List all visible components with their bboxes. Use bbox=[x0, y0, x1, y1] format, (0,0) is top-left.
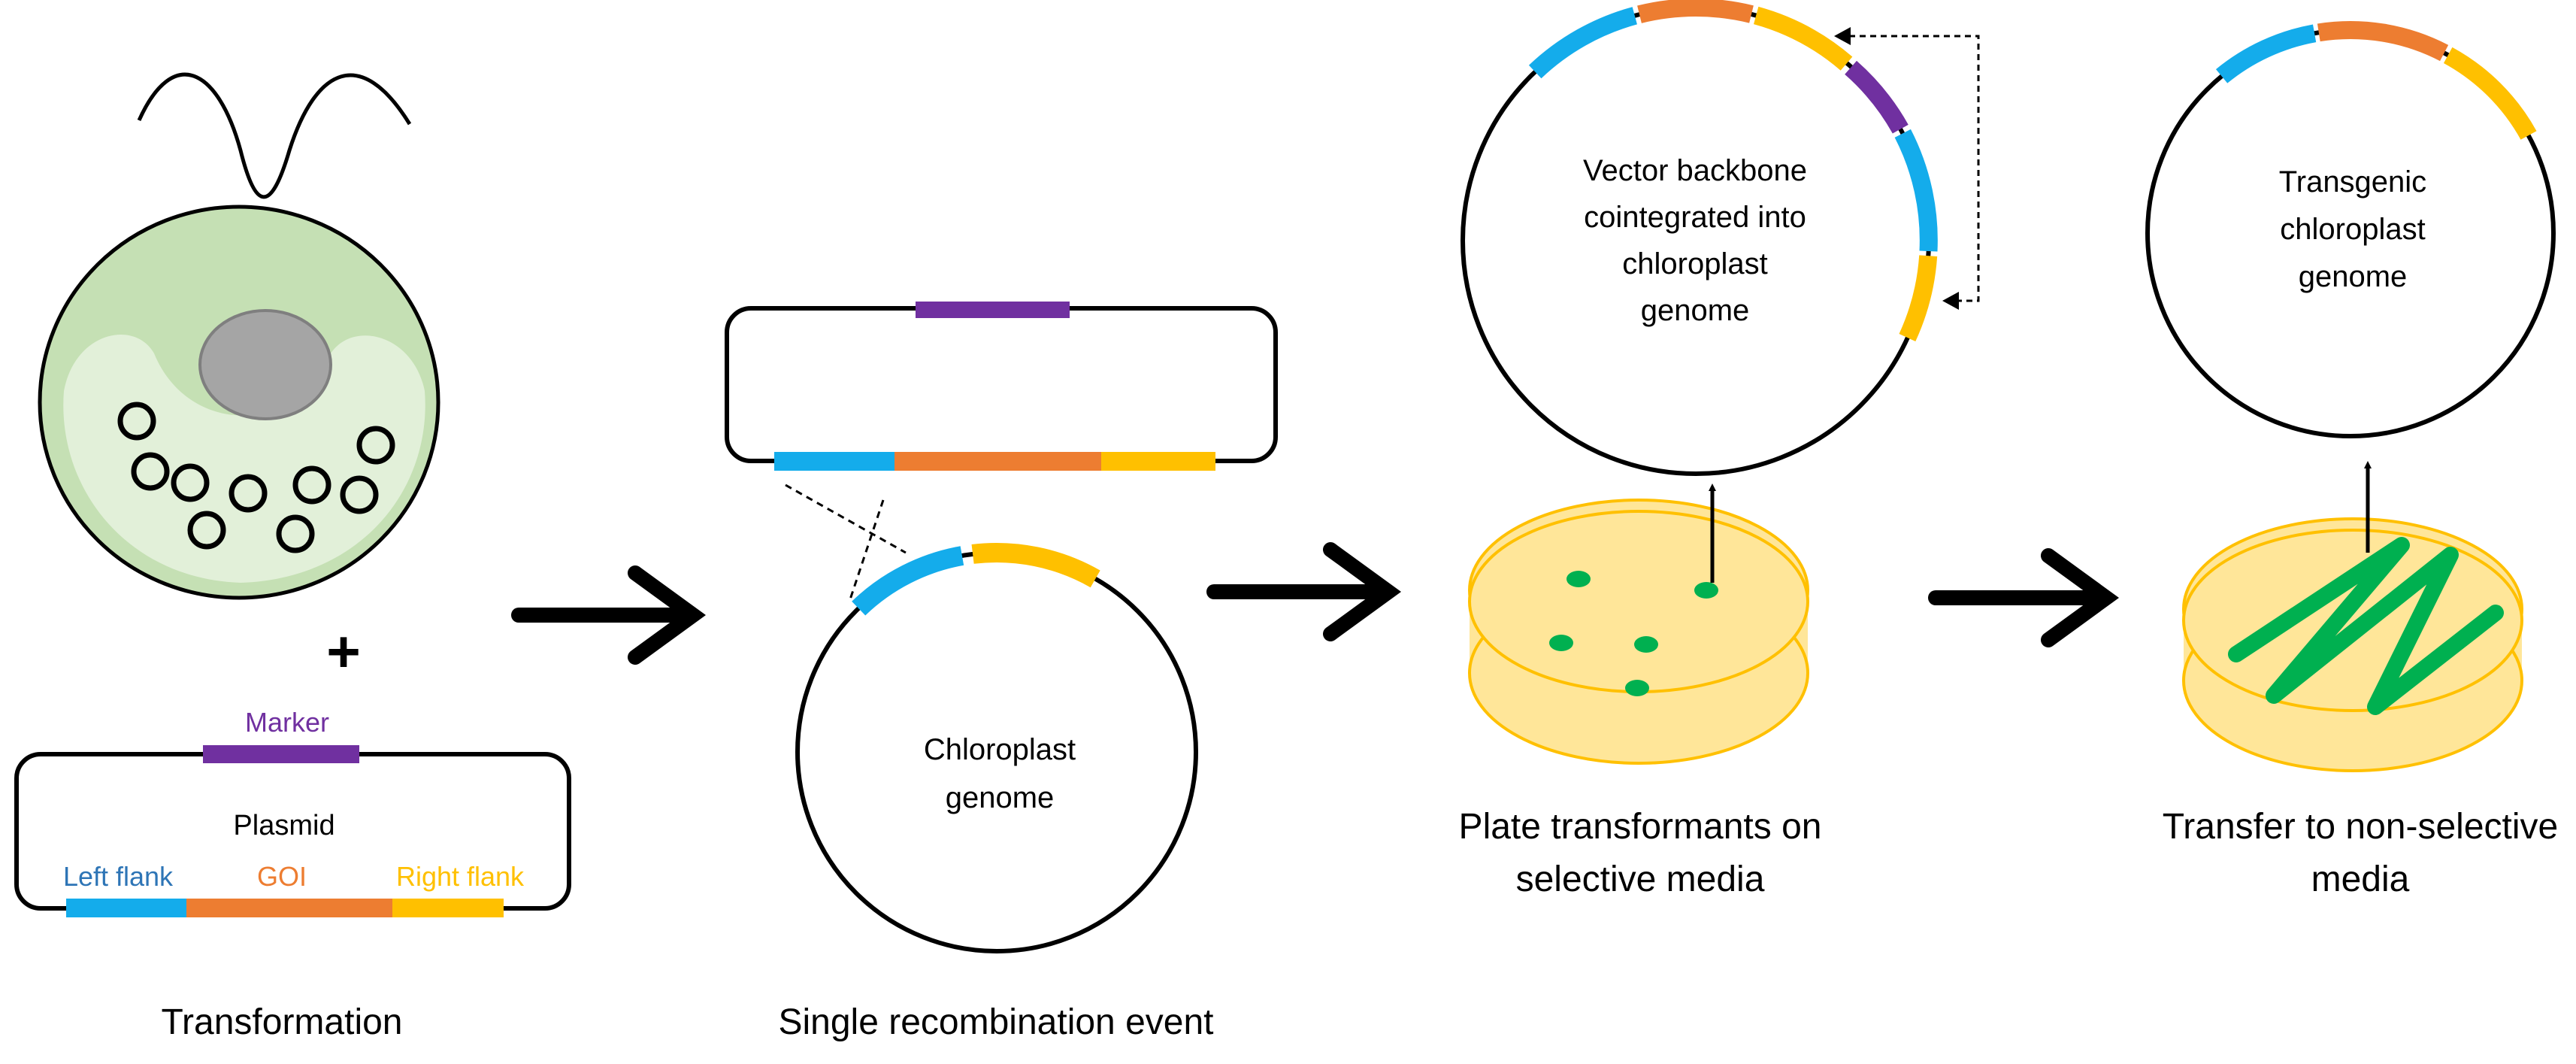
vector-backbone-label-1: Vector backbone bbox=[1583, 154, 1807, 187]
right-flank-segment bbox=[392, 899, 504, 917]
goi-segment bbox=[186, 899, 392, 917]
plasmid-circles bbox=[117, 402, 395, 553]
right-flank-arc bbox=[971, 543, 1100, 588]
plasmid bbox=[14, 745, 571, 917]
arrow-3 bbox=[1928, 548, 2120, 647]
caption-transfer-1: Transfer to non-selective bbox=[2163, 807, 2558, 847]
flagella bbox=[137, 72, 412, 199]
plasmid-vector bbox=[725, 302, 1278, 471]
marker-segment bbox=[916, 302, 1070, 318]
right-flank-arc bbox=[1753, 6, 1853, 71]
right-flank-arc bbox=[2443, 47, 2537, 140]
right-flank-arc-2 bbox=[1899, 255, 1938, 342]
goi-arc bbox=[1637, 0, 1754, 23]
right-flank-label: Right flank bbox=[396, 861, 525, 892]
cointegrated-genome bbox=[1461, 0, 1938, 476]
streak bbox=[2228, 537, 2504, 715]
arrow-1 bbox=[511, 565, 707, 665]
transgenic-genome bbox=[2145, 21, 2556, 438]
marker-arc bbox=[1845, 60, 1909, 134]
right-flank-segment bbox=[1101, 452, 1215, 471]
non-selective-plate bbox=[2182, 517, 2523, 772]
caption-transfer-2: media bbox=[2311, 859, 2410, 899]
chloroplast-genome-label-2: genome bbox=[946, 781, 1055, 814]
plasmid-label: Plasmid bbox=[233, 810, 334, 841]
left-flank-arc-2 bbox=[1894, 129, 1938, 252]
crossover-lines bbox=[785, 483, 907, 602]
left-flank-segment bbox=[774, 452, 894, 471]
vector-backbone-label-2: cointegrated into bbox=[1584, 201, 1806, 234]
caption-plate-2: selective media bbox=[1516, 859, 1765, 899]
caption-transformation: Transformation bbox=[162, 1002, 403, 1042]
excision-dashed-arrow bbox=[1842, 35, 1980, 302]
nucleus bbox=[198, 309, 332, 420]
selective-plate bbox=[1468, 499, 1809, 765]
chloroplast-genome bbox=[795, 543, 1198, 953]
stage-transformation: + Marker Plasmid Left flank GOI Right fl… bbox=[14, 72, 571, 1042]
left-flank-arc bbox=[852, 546, 964, 616]
stage-single-recombination: Chloroplast genome Single recombination … bbox=[725, 302, 1278, 1042]
stage-plate-transformants: Vector backbone cointegrated into chloro… bbox=[1459, 0, 1980, 899]
vector-backbone-label-3: chloroplast bbox=[1622, 247, 1767, 280]
arrow-2 bbox=[1206, 542, 1402, 641]
goi-label: GOI bbox=[257, 861, 307, 892]
plus-sign: + bbox=[326, 618, 361, 684]
transgenic-label-2: chloroplast bbox=[2280, 213, 2425, 246]
caption-plate-1: Plate transformants on bbox=[1459, 807, 1822, 847]
left-flank-label: Left flank bbox=[63, 861, 174, 892]
marker-segment bbox=[203, 745, 359, 763]
vector-backbone-label-4: genome bbox=[1641, 294, 1750, 327]
goi-segment bbox=[894, 452, 1101, 471]
caption-single-recombination: Single recombination event bbox=[778, 1002, 1213, 1042]
algal-cell bbox=[38, 205, 440, 600]
chloroplast-genome-label-1: Chloroplast bbox=[924, 733, 1076, 766]
arrowhead-side bbox=[1942, 292, 1959, 310]
stage-transfer: Transgenic chloroplast genome Transfer t… bbox=[2145, 21, 2558, 899]
arrowhead-top bbox=[1834, 27, 1851, 45]
marker-label: Marker bbox=[245, 707, 329, 738]
left-flank-segment bbox=[66, 899, 186, 917]
colonies bbox=[1549, 571, 1718, 696]
transgenic-label-1: Transgenic bbox=[2279, 165, 2426, 199]
left-flank-arc bbox=[2215, 24, 2317, 83]
left-flank-arc bbox=[1528, 7, 1638, 79]
goi-arc bbox=[2317, 21, 2449, 62]
transgenic-label-3: genome bbox=[2299, 260, 2408, 293]
